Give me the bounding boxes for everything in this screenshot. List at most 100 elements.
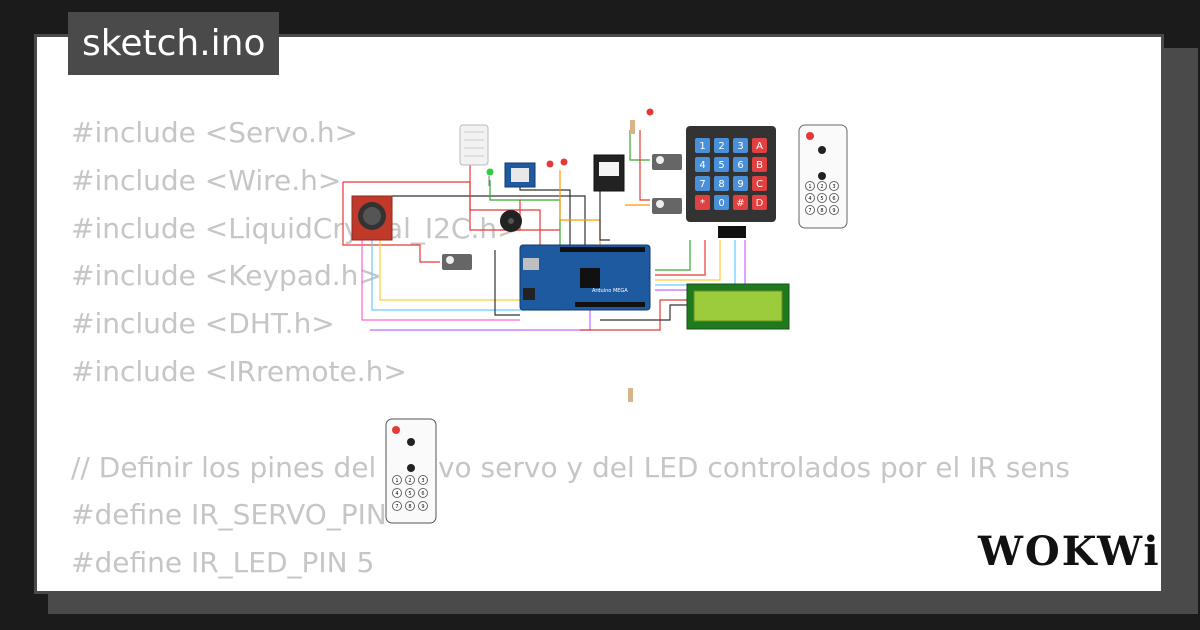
led-red-1[interactable] [546, 160, 554, 168]
code-line: #define IR_SERVO_PIN [71, 498, 387, 532]
keypad-key-label: 4 [699, 160, 705, 171]
keypad-key-label: 5 [718, 160, 724, 171]
remote-key[interactable]: 6 [418, 488, 428, 498]
keypad-key[interactable]: 7 [695, 176, 710, 191]
remote-key-label: 3 [832, 184, 835, 190]
remote-key-label: 4 [395, 491, 398, 497]
remote-key-label: 1 [808, 184, 811, 190]
keypad-key[interactable]: 3 [733, 138, 748, 153]
remote-key-label: 3 [421, 478, 424, 484]
keypad-key-label: A [756, 141, 763, 152]
remote-key[interactable]: 1 [392, 475, 402, 485]
code-line: // Definir los pines del nuevo servo y d… [71, 450, 1070, 484]
keypad-key[interactable]: B [752, 157, 767, 172]
keypad-key-label: B [756, 160, 763, 171]
keypad-key-label: # [736, 198, 744, 209]
led-red-3[interactable] [646, 108, 654, 116]
led-green[interactable] [486, 168, 494, 187]
remote-key[interactable]: 5 [405, 488, 415, 498]
keypad-key-label: 7 [699, 179, 705, 190]
keypad-key-label: 2 [718, 141, 724, 152]
servo-bottom[interactable] [442, 254, 472, 270]
keypad-key-label: 1 [699, 141, 705, 152]
keypad-key-label: * [700, 198, 705, 209]
remote-key-label: 2 [408, 478, 411, 484]
keypad-key[interactable]: 0 [714, 195, 729, 210]
keypad-key[interactable]: 4 [695, 157, 710, 172]
resistor[interactable] [628, 388, 633, 402]
remote-key-label: 7 [808, 208, 811, 214]
remote-key[interactable]: 6 [829, 193, 839, 203]
remote-key[interactable]: 2 [405, 475, 415, 485]
resistor[interactable] [630, 120, 635, 134]
remote-key[interactable]: 3 [418, 475, 428, 485]
remote-key[interactable]: 8 [817, 205, 827, 215]
remote-key[interactable]: 4 [805, 193, 815, 203]
code-line: #include <IRremote.h> [71, 354, 407, 388]
keypad-key-label: 6 [737, 160, 743, 171]
keypad-key[interactable]: 9 [733, 176, 748, 191]
keypad-key[interactable]: 2 [714, 138, 729, 153]
remote-key[interactable]: 7 [392, 501, 402, 511]
code-line: #include <Keypad.h> [71, 259, 382, 293]
remote-key[interactable]: 7 [805, 205, 815, 215]
wires [342, 130, 746, 331]
file-name-tab[interactable]: sketch.ino [68, 12, 280, 75]
buzzer[interactable] [500, 210, 522, 232]
remote-key-label: 4 [808, 196, 811, 202]
keypad-key-label: 0 [718, 198, 724, 209]
keypad-key[interactable]: A [752, 138, 767, 153]
servo-middle[interactable] [652, 198, 682, 214]
remote-key[interactable]: 1 [805, 181, 815, 191]
servo-top[interactable] [652, 154, 682, 170]
remote-key-label: 1 [395, 478, 398, 484]
keypad-key[interactable]: * [695, 195, 710, 210]
code-line: #include <Servo.h> [71, 116, 359, 149]
keypad-key-label: 3 [737, 141, 743, 152]
keypad-key[interactable]: 1 [695, 138, 710, 153]
remote-key[interactable]: 9 [829, 205, 839, 215]
board-label: Arduino MEGA [592, 288, 628, 294]
remote-key[interactable]: 9 [418, 501, 428, 511]
dht-sensor[interactable] [459, 124, 489, 166]
remote-key[interactable]: 5 [817, 193, 827, 203]
keypad-key[interactable]: C [752, 176, 767, 191]
remote-key[interactable]: 8 [405, 501, 415, 511]
preview-card: #include <Servo.h> #include <Wire.h> #incl… [34, 34, 1164, 594]
keypad-key[interactable]: 8 [714, 176, 729, 191]
led-red-2[interactable] [560, 158, 568, 166]
remote-key[interactable]: 3 [829, 181, 839, 191]
arduino-mega-board[interactable]: Arduino MEGA [519, 244, 651, 311]
keypad-key-label: 8 [718, 179, 724, 190]
keypad-key[interactable]: 6 [733, 157, 748, 172]
remote-key-label: 5 [408, 491, 411, 497]
lcd-display[interactable] [686, 283, 790, 330]
keypad-key-label: 9 [737, 179, 743, 190]
remote-key-label: 9 [832, 208, 835, 214]
joystick-module[interactable] [351, 195, 393, 241]
remote-key-label: 7 [395, 504, 398, 510]
remote-key[interactable]: 2 [817, 181, 827, 191]
rtc-module[interactable] [593, 154, 625, 192]
remote-key-label: 2 [820, 184, 823, 190]
code-listing: #include <Servo.h> #include <Wire.h> #incl… [71, 109, 1070, 587]
code-line: #define IR_LED_PIN 5 [71, 546, 375, 580]
remote-key-label: 6 [421, 491, 424, 497]
keypad-key[interactable]: D [752, 195, 767, 210]
wokwi-logo: WOKWi [978, 528, 1161, 575]
remote-key-label: 8 [408, 504, 411, 510]
code-line: #include <DHT.h> [71, 307, 335, 341]
remote-key-label: 9 [421, 504, 424, 510]
code-line: #include <Wire.h> [71, 163, 342, 197]
remote-key[interactable]: 4 [392, 488, 402, 498]
ir-remote-2[interactable]: 1 2 3 4 5 6 7 8 9 [385, 418, 437, 524]
remote-key-label: 6 [832, 196, 835, 202]
keypad-key[interactable]: # [733, 195, 748, 210]
keypad-key[interactable]: 5 [714, 157, 729, 172]
pir-sensor[interactable] [504, 162, 536, 188]
keypad-key-label: D [756, 198, 764, 209]
remote-key-label: 5 [820, 196, 823, 202]
